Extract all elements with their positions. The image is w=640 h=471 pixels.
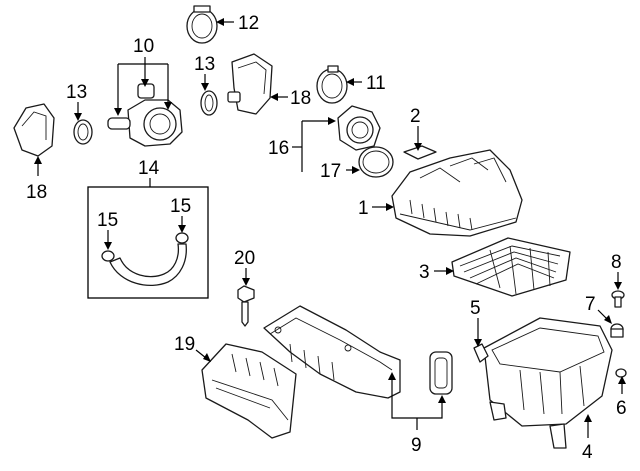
part-18b-duct [227, 53, 273, 115]
part-12-hose-clamp [186, 5, 218, 44]
callout-8: 8 [611, 252, 622, 273]
callout-17: 17 [320, 161, 341, 182]
part-18a-duct [13, 103, 55, 157]
part-20-bolt [237, 285, 255, 327]
callout-13b: 13 [194, 54, 215, 75]
callout-5: 5 [470, 298, 481, 319]
part-9-duct-seal [429, 351, 453, 395]
part-3-air-filter [451, 237, 571, 297]
callout-13a: 13 [66, 82, 87, 103]
part-9-intake-duct [263, 305, 401, 399]
leader-lines [34, 18, 626, 438]
part-4-air-cleaner-box [483, 317, 613, 449]
part-11-ring-clamp [316, 65, 348, 104]
callout-18b: 18 [290, 88, 311, 109]
part-7-grommet [610, 323, 624, 338]
part-2-seal [403, 145, 437, 160]
part-13b-clamp [200, 90, 218, 116]
callout-10: 10 [133, 36, 154, 57]
callout-1: 1 [358, 198, 369, 219]
callout-6: 6 [616, 398, 627, 419]
callout-18a: 18 [26, 182, 47, 203]
callout-11: 11 [366, 73, 386, 94]
callout-3: 3 [419, 262, 430, 283]
part-8-bolt [611, 290, 625, 308]
callout-15b: 15 [170, 196, 191, 217]
callout-15a: 15 [97, 210, 118, 231]
callout-12: 12 [238, 13, 259, 34]
callout-4: 4 [582, 442, 593, 463]
callout-16: 16 [268, 138, 289, 159]
part-1-air-cleaner-cover [391, 149, 523, 237]
part-17-gasket [358, 146, 394, 178]
callout-2: 2 [410, 106, 421, 127]
callout-labels: 1 2 3 4 5 6 7 8 9 10 11 12 13 13 14 15 1… [26, 13, 627, 463]
part-14-hose-kit-box [87, 186, 209, 299]
part-13a-clamp [73, 119, 93, 145]
part-16-mass-air-flow-housing [337, 105, 381, 151]
callout-9: 9 [411, 435, 422, 456]
callout-20: 20 [234, 248, 255, 269]
callout-7: 7 [585, 294, 596, 315]
part-6-nut [615, 368, 627, 378]
part-5-clip [473, 343, 489, 363]
part-19-heat-shield [201, 343, 297, 439]
callout-14: 14 [138, 158, 160, 179]
callout-19: 19 [174, 334, 195, 355]
part-10-throttle-body [107, 83, 183, 147]
